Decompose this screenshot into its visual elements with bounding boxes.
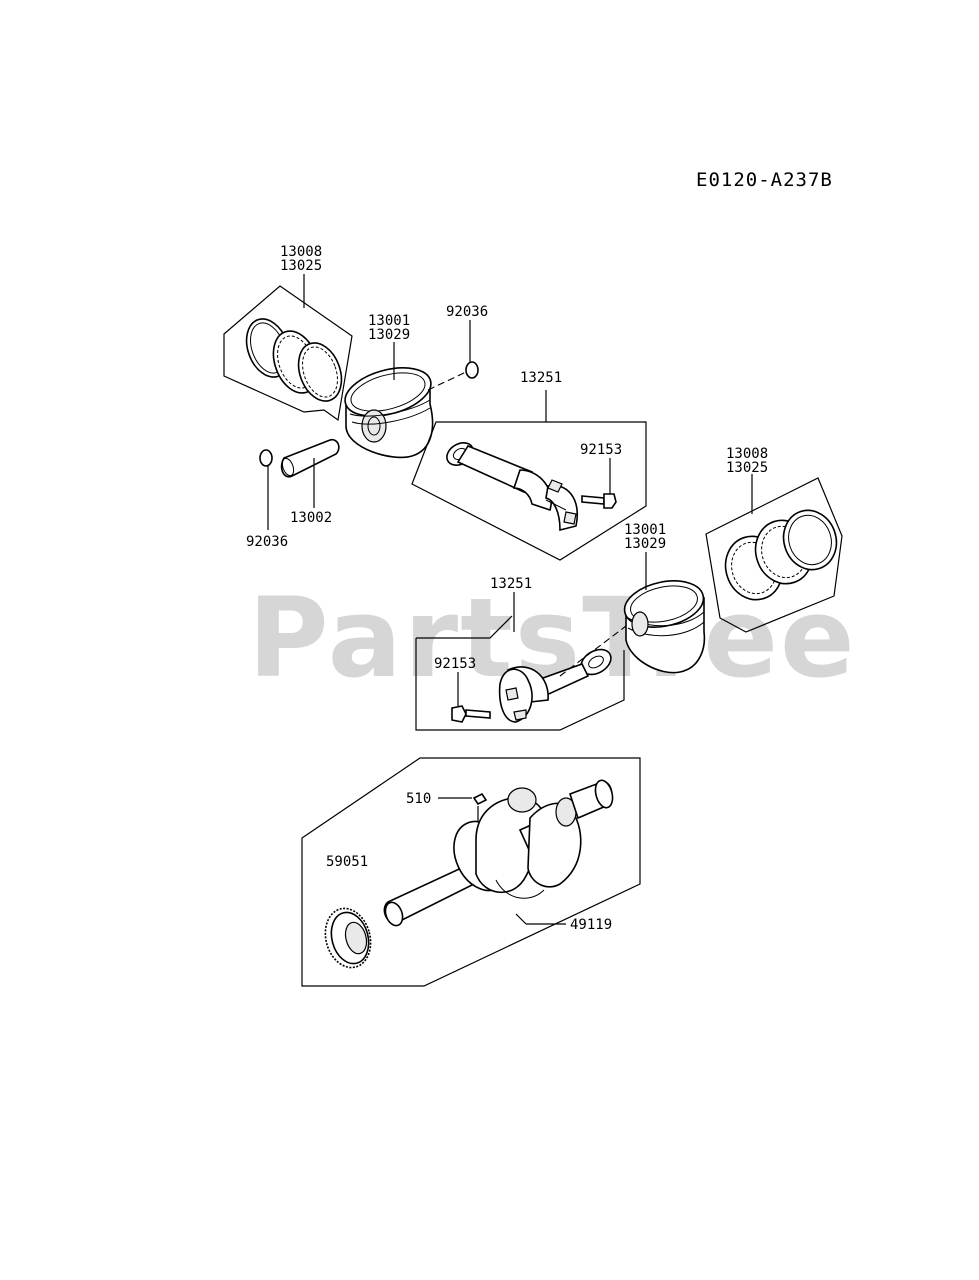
conrod-bolt-1[interactable] [581,493,617,509]
callout-13008-top[interactable]: 13008 [280,244,322,260]
callout-13001-top[interactable]: 13001 [368,313,410,329]
callout-92153-bottom[interactable]: 92153 [434,656,476,672]
circlip-top[interactable] [465,361,479,379]
piston-1[interactable] [340,359,436,459]
callout-13251-top[interactable]: 13251 [520,370,562,386]
callout-13029-top[interactable]: 13029 [368,327,410,343]
callout-13001-bottom[interactable]: 13001 [624,522,666,538]
piston-ring-set-2[interactable] [717,503,844,607]
callout-59051[interactable]: 59051 [326,854,368,870]
callout-13002[interactable]: 13002 [290,510,332,526]
circlip-bottom[interactable] [259,449,273,467]
callout-510[interactable]: 510 [406,791,431,807]
callout-13251-bottom[interactable]: 13251 [490,576,532,592]
conrod-2-frame [415,638,625,731]
crankshaft-frame [301,757,641,987]
connecting-rod-1[interactable] [443,438,579,532]
callout-13025-bottom[interactable]: 13025 [726,460,768,476]
ring-set-2-frame [705,477,843,633]
crankshaft[interactable] [382,778,615,928]
conrod-bolt-2[interactable] [451,705,491,723]
diagram-code: E0120-A237B [696,169,833,191]
piston-2[interactable] [620,574,707,674]
woodruff-key[interactable] [472,792,488,806]
callout-92036-top[interactable]: 92036 [446,304,488,320]
crankshaft-gear[interactable] [319,903,377,972]
leader-crankshaft-end [515,913,527,925]
callout-13008-bottom[interactable]: 13008 [726,446,768,462]
piston-ring-set-1[interactable] [223,285,353,422]
callout-13029-bottom[interactable]: 13029 [624,536,666,552]
callout-92036-bottom[interactable]: 92036 [246,534,288,550]
callout-92153-top[interactable]: 92153 [580,442,622,458]
conrod-2-frame-top [416,615,513,639]
assembly-line-piston-2 [559,625,627,677]
conrod-1-frame [411,421,647,561]
piston-pin[interactable] [280,438,340,478]
callout-13025-top[interactable]: 13025 [280,258,322,274]
connecting-rod-2[interactable] [498,644,616,723]
assembly-line-circlip-top [427,371,467,391]
callout-49119[interactable]: 49119 [570,917,612,933]
